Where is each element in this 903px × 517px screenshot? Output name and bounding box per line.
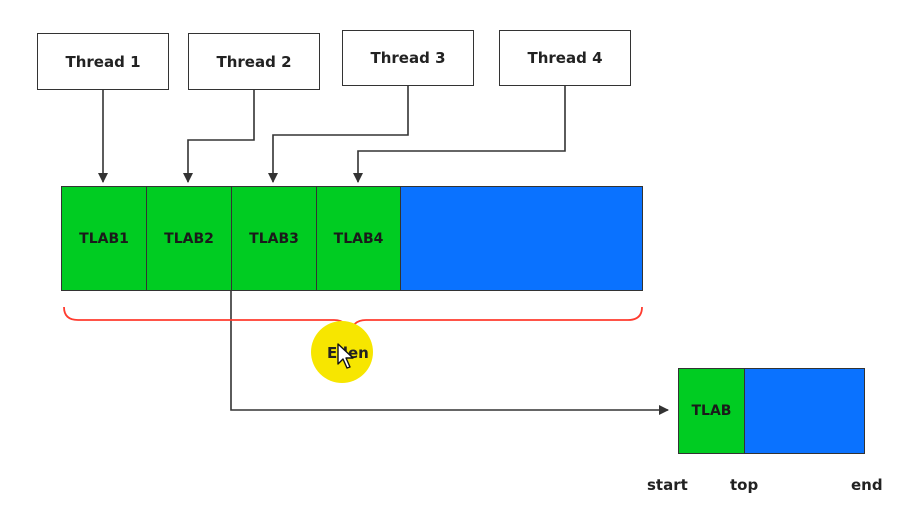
thread-2-box: Thread 2 (188, 33, 320, 90)
thread-4-box: Thread 4 (499, 30, 631, 86)
tlab-3: TLAB3 (231, 186, 317, 291)
thread-1-box: Thread 1 (37, 33, 169, 90)
thread-3-box: Thread 3 (342, 30, 474, 86)
top-pointer-label: top (730, 476, 759, 494)
end-pointer-label: end (851, 476, 883, 494)
arrow-thread4-tlab4 (353, 86, 566, 183)
mouse-pointer-icon (337, 343, 354, 369)
tlab-4: TLAB4 (316, 186, 401, 291)
arrow-thread3-tlab3 (268, 86, 409, 183)
tlab-2: TLAB2 (146, 186, 232, 291)
arrow-thread2-tlab2 (183, 90, 255, 183)
tlab-detail: TLAB (678, 368, 745, 454)
tlab-detail-free-space (744, 368, 865, 454)
tlab-1: TLAB1 (61, 186, 147, 291)
eden-free-space (400, 186, 643, 291)
start-pointer-label: start (647, 476, 688, 494)
arrow-tlab-detail (230, 289, 669, 415)
